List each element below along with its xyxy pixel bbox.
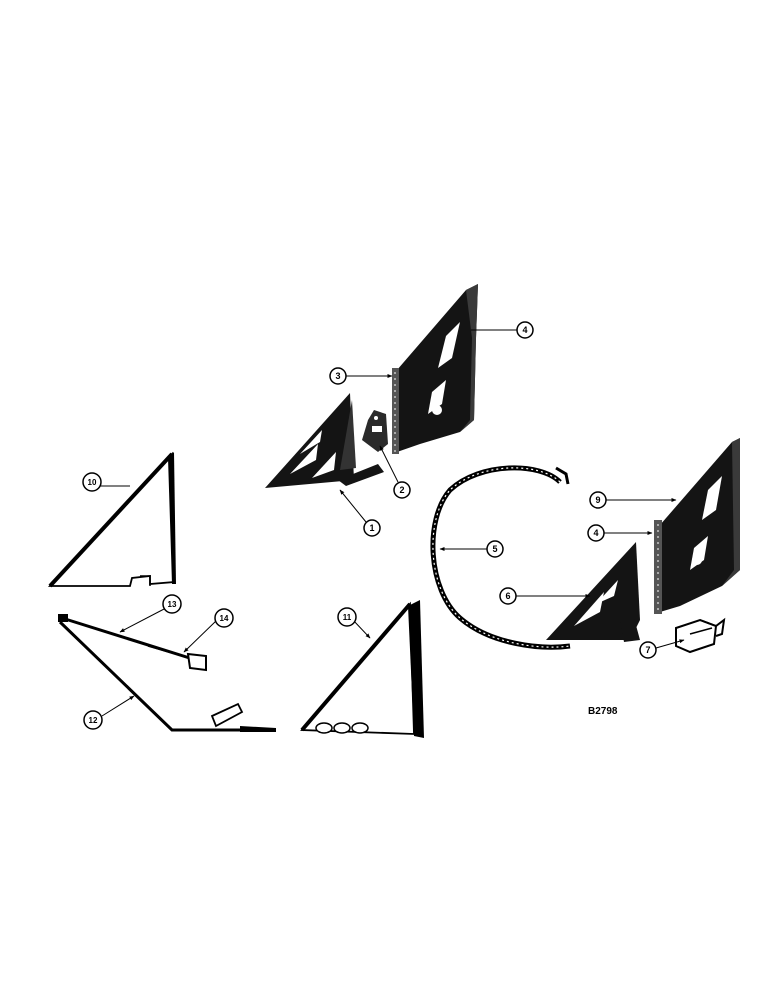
svg-text:13: 13 (168, 600, 177, 609)
svg-text:11: 11 (343, 613, 352, 622)
leader-12 (101, 695, 135, 717)
lower-centre-sheet (300, 600, 424, 738)
left-sheet (47, 451, 176, 588)
callout-4b: 4 (587, 524, 605, 542)
callout-13: 13 (162, 594, 182, 614)
callout-14: 14 (214, 608, 234, 628)
callout-12: 12 (83, 710, 103, 730)
callout-2: 2 (393, 481, 411, 499)
leader-1 (339, 489, 367, 523)
svg-text:14: 14 (220, 614, 229, 623)
callout-3: 3 (329, 367, 347, 385)
svg-text:9: 9 (595, 495, 600, 505)
callout-10: 10 (82, 472, 102, 492)
svg-text:2: 2 (399, 485, 404, 495)
upper-panel-edge-strip (392, 368, 399, 454)
lower-side-sheet (546, 542, 640, 642)
svg-text:1: 1 (369, 523, 374, 533)
svg-text:5: 5 (492, 544, 497, 554)
upper-side-sheet (265, 393, 384, 488)
leader-2 (379, 445, 399, 483)
callout-7: 7 (639, 641, 657, 659)
curved-strip (430, 465, 571, 650)
svg-text:6: 6 (505, 591, 510, 601)
leader-7 (655, 639, 685, 649)
figure-code: B2798 (588, 706, 618, 717)
callout-5: 5 (486, 540, 504, 558)
small-bracket (362, 410, 388, 452)
callout-6: 6 (499, 587, 517, 605)
svg-text:7: 7 (645, 645, 650, 655)
svg-text:3: 3 (335, 371, 340, 381)
rod-assembly (58, 614, 276, 732)
right-divider-panel (660, 438, 740, 612)
callout-1: 1 (363, 519, 381, 537)
callout-9: 9 (589, 491, 607, 509)
upper-divider-panel (397, 284, 478, 452)
svg-text:10: 10 (88, 478, 97, 487)
right-panel-edge-strip (654, 520, 662, 614)
small-clip (675, 617, 726, 654)
svg-text:4: 4 (522, 325, 527, 335)
leader-11 (352, 619, 371, 639)
callout-4a: 4 (516, 321, 534, 339)
leader-13 (119, 607, 167, 633)
leader-14 (183, 619, 218, 653)
callout-11: 11 (337, 607, 357, 627)
svg-text:4: 4 (593, 528, 598, 538)
svg-text:12: 12 (89, 716, 98, 725)
